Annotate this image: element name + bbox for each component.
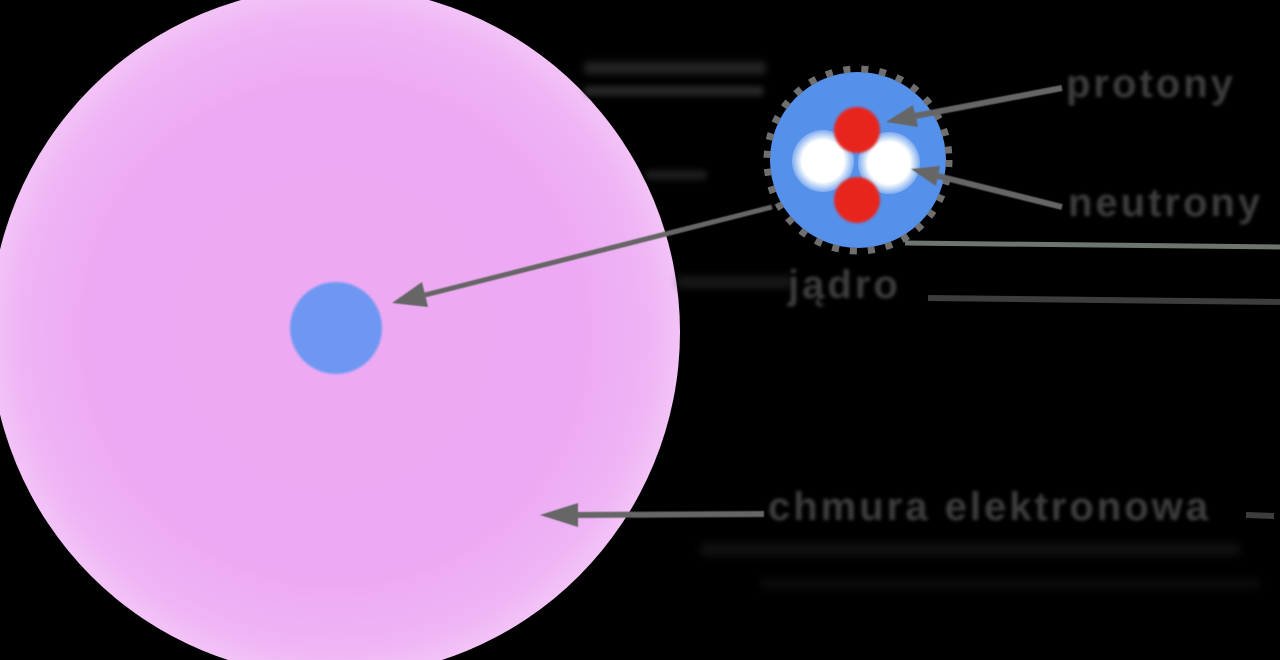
electron-cloud-label: chmura elektronowa	[768, 485, 1212, 529]
zoom-circle-dashed-rim-icon	[763, 65, 953, 255]
ghost-text-remnant	[645, 170, 707, 180]
leader-line-nucleus	[927, 295, 1280, 305]
arrow-zoom-to-nucleus-icon	[392, 204, 773, 307]
arrow-to-proton-icon	[886, 85, 1063, 127]
ghost-text-remnant	[584, 86, 764, 96]
ghost-text-remnant	[700, 543, 1240, 556]
proton-particle	[834, 107, 880, 153]
neutron-label: neutrony	[1068, 181, 1264, 225]
proton-label: protony	[1066, 62, 1236, 106]
arrow-to-electron-cloud-icon	[540, 503, 765, 527]
arrow-to-neutron-icon	[911, 166, 1063, 210]
leader-line-light	[904, 240, 1280, 250]
proton-particle	[834, 177, 880, 223]
ghost-text-remnant	[584, 62, 766, 74]
nucleus-label: jądro	[788, 263, 901, 307]
leader-dash-cloud	[1245, 512, 1275, 519]
nucleus-small-shape	[290, 282, 382, 374]
ghost-text-remnant	[760, 578, 1260, 589]
ghost-text-remnant	[676, 276, 792, 288]
